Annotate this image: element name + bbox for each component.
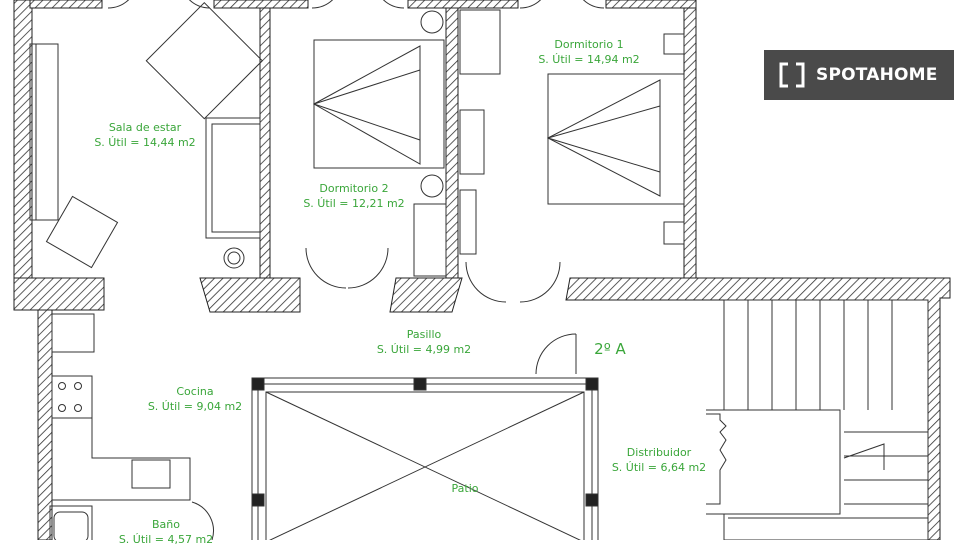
distribuidor-area: S. Útil = 6,64 m2 <box>611 461 707 474</box>
top-door-arcs <box>107 0 605 9</box>
brand-name: SPOTAHOME <box>816 65 938 85</box>
sala-area: S. Útil = 14,44 m2 <box>94 136 196 149</box>
label-dorm2: Dormitorio 2 S. Útil = 12,21 m2 <box>303 181 404 211</box>
cocina-name: Cocina <box>176 385 214 398</box>
kitchen-fixtures <box>51 313 191 501</box>
stairwell <box>706 299 929 540</box>
dorm2-area: S. Útil = 12,21 m2 <box>303 197 405 210</box>
distribuidor-name: Distribuidor <box>626 446 692 459</box>
dorm1-bed <box>546 33 685 245</box>
wall-sala-dorm2 <box>259 7 271 279</box>
dorm1-area: S. Útil = 14,94 m2 <box>538 53 640 66</box>
top-walls <box>29 0 697 9</box>
pasillo-area: S. Útil = 4,99 m2 <box>376 343 472 356</box>
bracket-logo-icon <box>778 61 806 89</box>
label-distribuidor: Distribuidor S. Útil = 6,64 m2 <box>612 445 706 475</box>
bano-name: Baño <box>152 518 180 531</box>
cocina-area: S. Útil = 9,04 m2 <box>147 400 243 413</box>
dorm1-name: Dormitorio 1 <box>554 38 624 51</box>
pasillo-name: Pasillo <box>406 328 442 341</box>
patio-name: Patio <box>451 482 479 495</box>
corridor-walls <box>199 277 951 540</box>
wall-dorm1-right <box>683 7 697 279</box>
flat-id-label: 2º A <box>594 340 626 358</box>
corridor-doors <box>305 247 577 375</box>
label-pasillo: Pasillo S. Útil = 4,99 m2 <box>377 327 471 357</box>
label-cocina: Cocina S. Útil = 9,04 m2 <box>148 384 242 414</box>
dorm2-bed <box>312 10 447 277</box>
label-patio: Patio <box>452 481 479 496</box>
sala-furniture <box>29 2 263 269</box>
patio-outline <box>251 377 599 540</box>
brand-badge: SPOTAHOME <box>764 50 954 100</box>
label-bano: Baño S. Útil = 4,57 m2 <box>119 517 213 547</box>
sala-name: Sala de estar <box>108 121 182 134</box>
exterior-wall-left <box>13 0 105 540</box>
wall-dorm2-dorm1 <box>445 7 459 279</box>
bath-fixtures <box>49 501 214 540</box>
wardrobes <box>459 9 501 255</box>
label-sala: Sala de estar S. Útil = 14,44 m2 <box>94 120 195 150</box>
label-dorm1: Dormitorio 1 S. Útil = 14,94 m2 <box>538 37 639 67</box>
dorm2-name: Dormitorio 2 <box>319 182 389 195</box>
